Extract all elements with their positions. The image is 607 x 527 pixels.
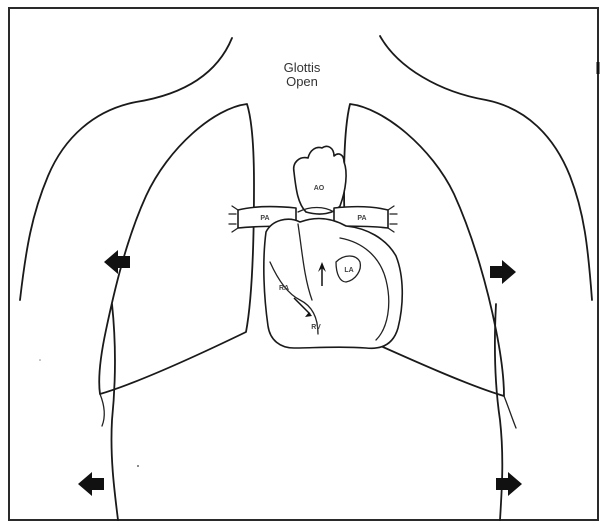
arrow-left-upper-icon [104, 250, 130, 274]
left-pa-branch-ends [229, 206, 238, 232]
label-pa-left: PA [260, 215, 269, 222]
speck-mark [39, 359, 41, 361]
label-pa-right: PA [357, 215, 366, 222]
speck-mark [137, 465, 139, 467]
left-lung-outline [99, 104, 254, 394]
label-right-ventricle: RV [311, 324, 321, 331]
hip-right-curve [504, 396, 516, 428]
label-right-atrium: RA [279, 285, 289, 292]
torso-right-outline [380, 36, 592, 300]
caption-glottis: Glottis [284, 60, 321, 75]
aortic-arch [294, 146, 346, 214]
hip-left-curve [100, 394, 104, 426]
label-aorta: AO [314, 185, 325, 192]
caption-open: Open [286, 74, 318, 89]
arrow-left-lower-icon [78, 472, 104, 496]
heart: AO PA PA RA RV LA [229, 146, 402, 348]
label-left-atrium: LA [344, 267, 353, 274]
lower-body-left-line [111, 304, 118, 520]
right-pa-branch-ends [388, 206, 397, 232]
heart-body [264, 219, 402, 349]
arrow-right-lower-icon [496, 472, 522, 496]
arrow-right-upper-icon [490, 260, 516, 284]
